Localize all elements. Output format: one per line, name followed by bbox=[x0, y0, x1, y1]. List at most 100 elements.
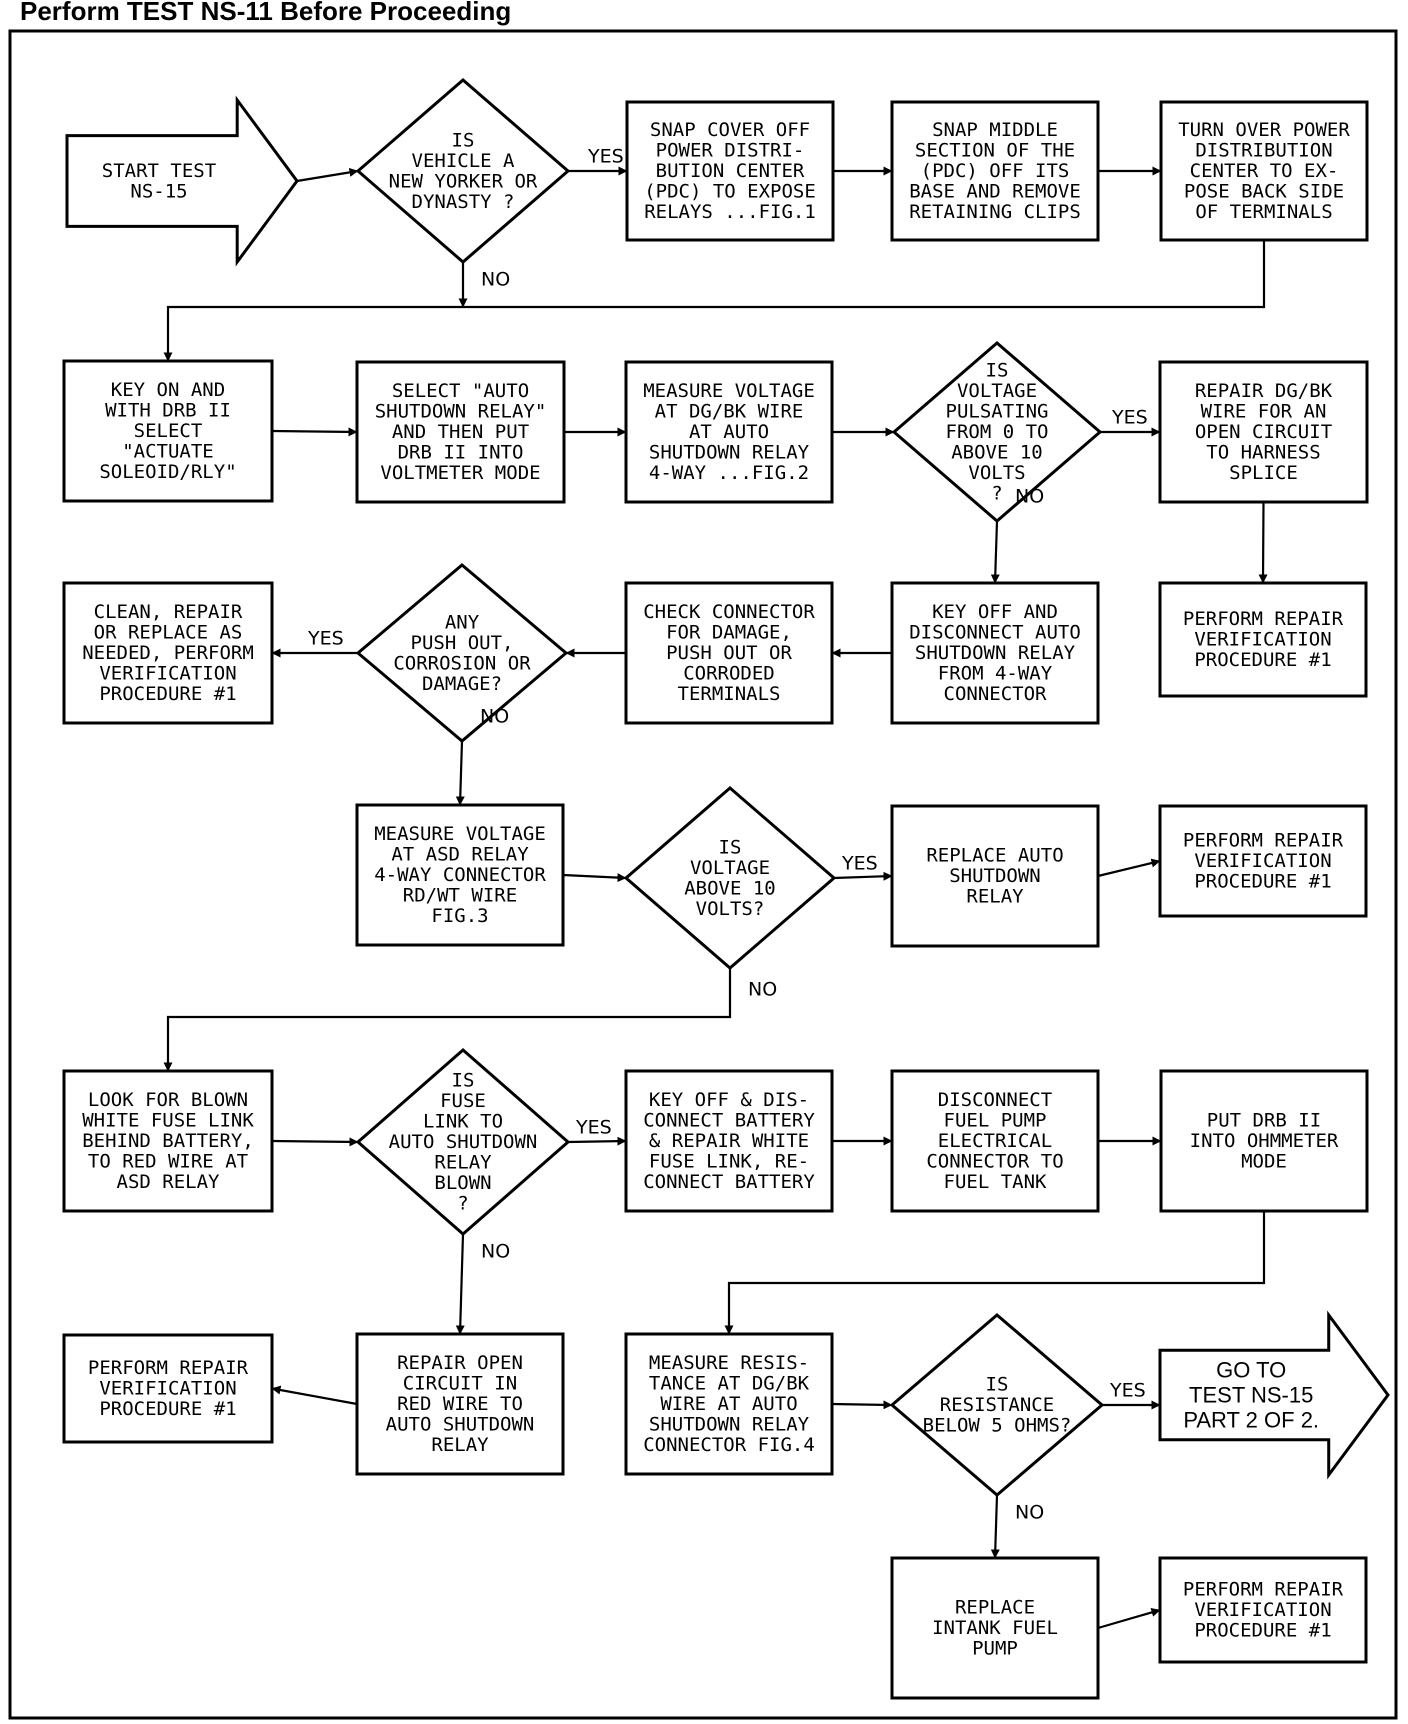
node-text-line: TO RED WIRE AT bbox=[88, 1151, 248, 1173]
node-text-line: LOOK FOR BLOWN bbox=[88, 1089, 248, 1111]
node-text-line: FUEL TANK bbox=[944, 1171, 1048, 1193]
node-text-line: PERFORM REPAIR bbox=[1183, 830, 1344, 852]
node-text-line: CONNECTOR bbox=[944, 683, 1048, 705]
process-box bbox=[355, 360, 566, 504]
node-text-line: BELOW 5 OHMS? bbox=[923, 1415, 1072, 1437]
process-box bbox=[1159, 1069, 1369, 1213]
node-text-line: & REPAIR WHITE bbox=[649, 1130, 809, 1152]
process-box bbox=[1158, 804, 1368, 918]
node-text-line: REPLACE bbox=[955, 1597, 1035, 1619]
decision-diamond bbox=[355, 78, 571, 264]
node-text-line: LINK TO bbox=[423, 1111, 503, 1133]
edge-label-no: NO bbox=[1015, 1502, 1044, 1524]
node-text-line: ELECTRICAL bbox=[938, 1130, 1052, 1152]
node-text-line: 4-WAY CONNECTOR bbox=[374, 864, 546, 886]
process-box bbox=[890, 581, 1100, 725]
node-text-line: TERMINALS bbox=[678, 683, 781, 705]
process-box bbox=[62, 1333, 274, 1444]
node-text-line: NEW YORKER OR bbox=[389, 170, 538, 192]
edge-start-d1 bbox=[296, 167, 359, 183]
node-text-line: RED WIRE TO bbox=[397, 1393, 523, 1415]
edge-label-no: NO bbox=[480, 706, 509, 728]
node-text-line: VERIFICATION bbox=[99, 663, 236, 685]
node-text-line: PUT DRB II bbox=[1207, 1110, 1321, 1132]
node-text-line: PROCEDURE #1 bbox=[1194, 1620, 1331, 1642]
edge-label-yes: YES bbox=[587, 146, 624, 168]
process-box bbox=[890, 1556, 1100, 1700]
node-text-line: FOR DAMAGE, bbox=[666, 622, 792, 644]
node-text-line: VEHICLE A bbox=[412, 150, 516, 172]
node-text-line: MODE bbox=[1241, 1151, 1287, 1173]
node-text-line: AND THEN PUT bbox=[392, 421, 529, 443]
edge-label-yes: YES bbox=[1109, 1380, 1146, 1402]
node-text-line: DAMAGE? bbox=[422, 673, 502, 695]
process-box bbox=[624, 1332, 834, 1476]
node-text-line: PROCEDURE #1 bbox=[99, 683, 236, 705]
node-text-line: VOLTAGE bbox=[957, 380, 1037, 402]
node-text-line: VOLTMETER MODE bbox=[380, 462, 540, 484]
node-text-line: ASD RELAY bbox=[117, 1171, 221, 1193]
node-text-line: SHUTDOWN RELAY bbox=[649, 442, 810, 464]
node-text-line: VOLTS bbox=[968, 462, 1025, 484]
edge-d2-b10 bbox=[990, 520, 1000, 584]
edge-label-no: NO bbox=[748, 979, 777, 1001]
node-text-line: (PDC) TO EXPOSE bbox=[644, 181, 816, 203]
node-text-line: PROCEDURE #1 bbox=[1194, 871, 1331, 893]
process-box bbox=[624, 1069, 834, 1213]
node-text-line: RETAINING CLIPS bbox=[909, 201, 1081, 223]
node-text-line: CENTER TO EX- bbox=[1190, 160, 1339, 182]
node-text-line: DISTRIBUTION bbox=[1195, 140, 1332, 162]
decision-diamond bbox=[889, 1313, 1105, 1497]
node-text-line: SELECT bbox=[134, 420, 203, 442]
node-text-line: ? bbox=[457, 1193, 468, 1215]
node-text-line: MEASURE VOLTAGE bbox=[374, 823, 546, 845]
node-text-line: TANCE AT DG/BK bbox=[649, 1373, 810, 1395]
edge-b15-d5 bbox=[271, 1137, 359, 1147]
process-box bbox=[1159, 100, 1369, 242]
node-text-line: AT DG/BK WIRE bbox=[655, 401, 804, 423]
node-text-line: GO TO bbox=[1216, 1358, 1286, 1383]
node-text-line: CIRCUIT IN bbox=[403, 1373, 517, 1395]
node-text-line: ANY bbox=[445, 611, 480, 633]
node-text-line: START TEST bbox=[102, 160, 216, 182]
node-text-line: RD/WT WIRE bbox=[403, 885, 517, 907]
edge-d4-b13 bbox=[833, 871, 893, 881]
node-text-line: PART 2 OF 2. bbox=[1183, 1408, 1319, 1433]
edge-label-no: NO bbox=[481, 269, 510, 291]
node-text-line: IS bbox=[719, 836, 742, 858]
node-text-line: KEY ON AND bbox=[111, 379, 225, 401]
process-box bbox=[1158, 1556, 1368, 1664]
node-text-line: POWER DISTRI- bbox=[656, 140, 805, 162]
edge-d5-b20 bbox=[455, 1233, 465, 1335]
node-text-line: RESISTANCE bbox=[940, 1394, 1054, 1416]
node-text-line: PUSH OUT, bbox=[411, 632, 514, 654]
node-text-line: SNAP MIDDLE bbox=[932, 119, 1058, 141]
node-text-line: AT ASD RELAY bbox=[391, 844, 529, 866]
process-box bbox=[890, 100, 1100, 242]
node-text-line: SHUTDOWN RELAY bbox=[915, 642, 1076, 664]
node-text-line: SELECT "AUTO bbox=[392, 380, 529, 402]
node-text-line: MEASURE VOLTAGE bbox=[643, 380, 815, 402]
node-text-line: WIRE AT AUTO bbox=[660, 1393, 797, 1415]
node-text-line: NEEDED, PERFORM bbox=[82, 642, 254, 664]
process-box bbox=[890, 804, 1100, 948]
decision-diamond bbox=[355, 563, 569, 743]
node-text-line: ABOVE 10 bbox=[951, 442, 1043, 464]
node-text-line: CLEAN, REPAIR bbox=[94, 601, 243, 623]
node-text-line: KEY OFF & DIS- bbox=[649, 1089, 809, 1111]
flow-node-b16: KEY OFF & DIS-CONNECT BATTERY& REPAIR WH… bbox=[624, 1069, 834, 1213]
node-text-line: RELAYS ...FIG.1 bbox=[644, 201, 816, 223]
node-text-line: CONNECTOR TO bbox=[926, 1151, 1063, 1173]
node-text-line: OPEN CIRCUIT bbox=[1195, 421, 1332, 443]
